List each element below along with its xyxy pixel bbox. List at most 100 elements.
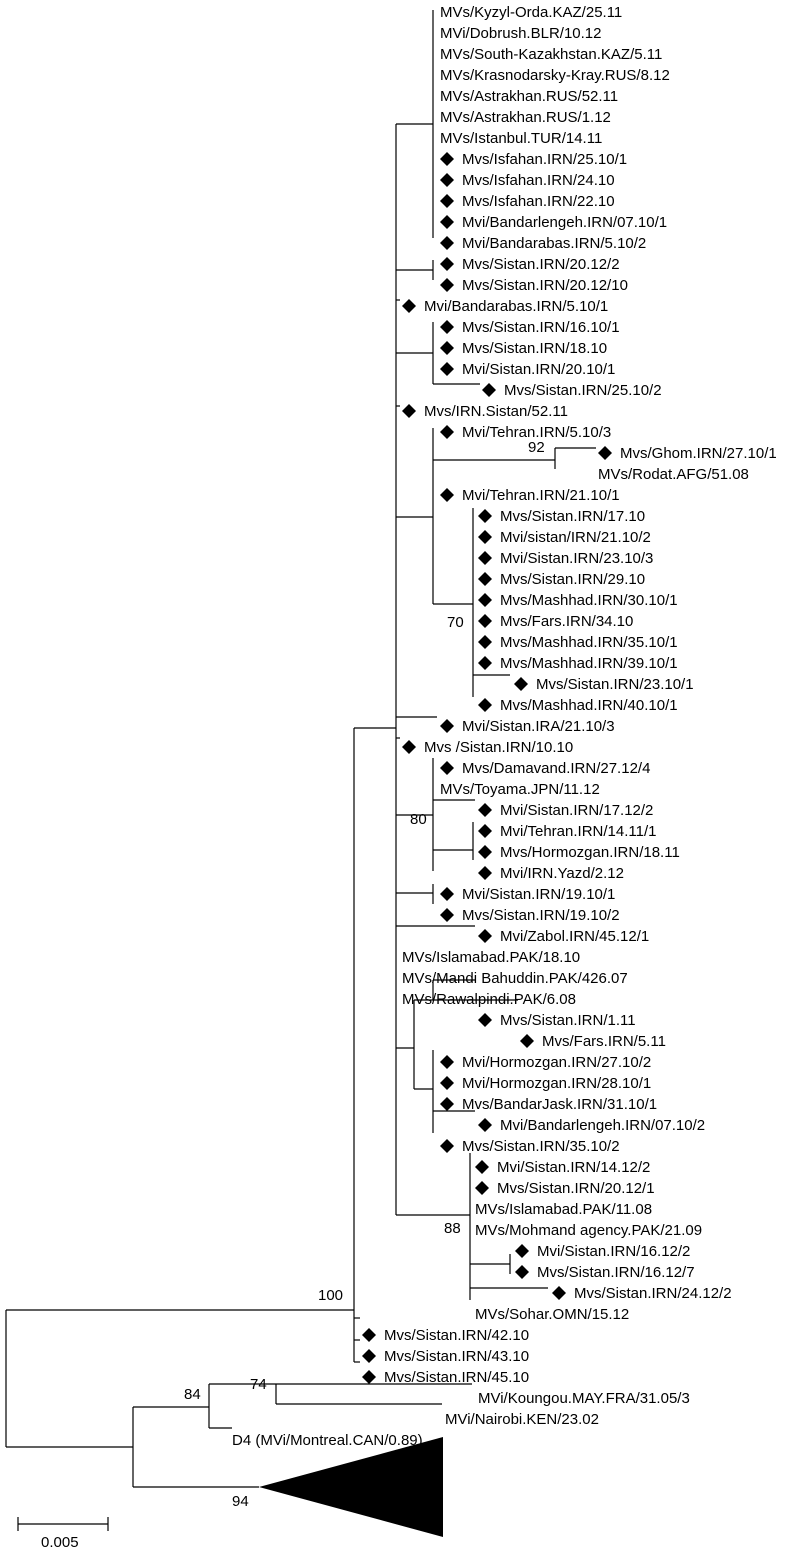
taxon-label: Mvs/Sistan.IRN/1.11 — [478, 1012, 636, 1029]
taxon-name: Mvs/Sistan.IRN/29.10 — [500, 571, 645, 588]
taxon-label: MVs/Istanbul.TUR/14.11 — [440, 130, 602, 147]
diamond-icon — [440, 719, 454, 733]
taxon-name: Mvi/Sistan.IRN/23.10/3 — [500, 550, 653, 567]
taxon-label: MVs/Kyzyl-Orda.KAZ/25.11 — [440, 4, 622, 21]
taxon-name: Mvs/Sistan.IRN/20.12/2 — [462, 256, 620, 273]
diamond-icon — [478, 866, 492, 880]
taxon-name: MVs/Toyama.JPN/11.12 — [440, 781, 600, 798]
diamond-icon — [402, 299, 416, 313]
diamond-icon — [520, 1034, 534, 1048]
taxon-label: Mvi/Sistan.IRN/16.12/2 — [515, 1243, 690, 1260]
diamond-icon — [478, 929, 492, 943]
diamond-icon — [440, 194, 454, 208]
taxon-name: Mvi/sistan/IRN/21.10/2 — [500, 529, 651, 546]
taxon-name: MVs/Krasnodarsky-Kray.RUS/8.12 — [440, 67, 670, 84]
scale-bar-label: 0.005 — [41, 1534, 79, 1549]
taxon-label: MVs/Mandi Bahuddin.PAK/426.07 — [402, 970, 628, 987]
diamond-icon — [440, 488, 454, 502]
taxon-label: Mvi/Hormozgan.IRN/27.10/2 — [440, 1054, 651, 1071]
taxon-label: MVs/Rawalpindi.PAK/6.08 — [402, 991, 576, 1008]
diamond-icon — [440, 1097, 454, 1111]
taxon-label: Mvi/Sistan.IRN/19.10/1 — [440, 886, 615, 903]
diamond-icon — [440, 278, 454, 292]
diamond-icon — [478, 803, 492, 817]
taxon-label: Mvs/Sistan.IRN/29.10 — [478, 571, 645, 588]
taxon-label: Mvs/Mashhad.IRN/40.10/1 — [478, 697, 678, 714]
taxon-label: Mvs/Fars.IRN/5.11 — [520, 1033, 666, 1050]
taxon-name: Mvs/Mashhad.IRN/39.10/1 — [500, 655, 678, 672]
diamond-icon — [482, 383, 496, 397]
bootstrap-value: 92 — [528, 439, 545, 456]
taxon-name: Mvs/IRN.Sistan/52.11 — [424, 403, 568, 420]
taxon-label: Mvs/Sistan.IRN/20.12/2 — [440, 256, 620, 273]
taxon-name: Mvi/Tehran.IRN/21.10/1 — [462, 487, 620, 504]
bootstrap-value: 84 — [184, 1386, 201, 1403]
taxon-name: Mvi/Sistan.IRA/21.10/3 — [462, 718, 615, 735]
diamond-icon — [440, 425, 454, 439]
taxon-name: Mvs/Sistan.IRN/23.10/1 — [536, 676, 694, 693]
taxon-label: Mvs/Sistan.IRN/23.10/1 — [514, 676, 694, 693]
diamond-icon — [440, 1139, 454, 1153]
diamond-icon — [440, 887, 454, 901]
taxon-name: MVs/Rodat.AFG/51.08 — [598, 466, 749, 483]
diamond-icon — [478, 614, 492, 628]
diamond-icon — [478, 656, 492, 670]
taxon-label: Mvi/IRN.Yazd/2.12 — [478, 865, 624, 882]
taxon-label: Mvs/Isfahan.IRN/24.10 — [440, 172, 615, 189]
taxon-name: Mvs/Fars.IRN/34.10 — [500, 613, 633, 630]
bootstrap-value: 80 — [410, 811, 427, 828]
diamond-icon — [478, 845, 492, 859]
taxon-label: MVs/Rodat.AFG/51.08 — [598, 466, 749, 483]
taxon-name: MVs/South-Kazakhstan.KAZ/5.11 — [440, 46, 662, 63]
bootstrap-value: 74 — [250, 1376, 267, 1393]
taxon-label: MVs/Islamabad.PAK/18.10 — [402, 949, 580, 966]
taxon-name: Mvs/Sistan.IRN/20.12/10 — [462, 277, 628, 294]
taxon-label: Mvs/Hormozgan.IRN/18.11 — [478, 844, 680, 861]
taxon-name: Mvs/Sistan.IRN/35.10/2 — [462, 1138, 620, 1155]
taxon-label: Mvi/Sistan.IRN/17.12/2 — [478, 802, 653, 819]
diamond-icon — [440, 362, 454, 376]
taxon-label: Mvs/Sistan.IRN/18.10 — [440, 340, 607, 357]
taxon-label: Mvs/Mashhad.IRN/39.10/1 — [478, 655, 678, 672]
taxon-name: Mvs/Sistan.IRN/20.12/1 — [497, 1180, 655, 1197]
taxon-name: MVi/Koungou.MAY.FRA/31.05/3 — [478, 1390, 690, 1407]
taxon-name: Mvs/Isfahan.IRN/24.10 — [462, 172, 615, 189]
taxon-label: MVs/Sohar.OMN/15.12 — [475, 1306, 629, 1323]
taxon-name: Mvs/Mashhad.IRN/35.10/1 — [500, 634, 678, 651]
taxon-label: Mvs/Sistan.IRN/19.10/2 — [440, 907, 620, 924]
taxon-label: Mvs/Sistan.IRN/45.10 — [362, 1369, 529, 1386]
taxon-name: Mvs/BandarJask.IRN/31.10/1 — [462, 1096, 657, 1113]
taxon-name: Mvs/Sistan.IRN/16.10/1 — [462, 319, 620, 336]
taxon-name: Mvs/Hormozgan.IRN/18.11 — [500, 844, 680, 861]
bootstrap-value: 88 — [444, 1220, 461, 1237]
taxon-label: Mvi/Sistan.IRN/23.10/3 — [478, 550, 653, 567]
taxon-label: Mvi/sistan/IRN/21.10/2 — [478, 529, 651, 546]
taxon-name: Mvi/Sistan.IRN/17.12/2 — [500, 802, 653, 819]
taxon-label: Mvs/Isfahan.IRN/25.10/1 — [440, 151, 627, 168]
taxon-label: Mvi/Tehran.IRN/21.10/1 — [440, 487, 620, 504]
diamond-icon — [440, 1055, 454, 1069]
collapsed-clade — [259, 1437, 443, 1537]
taxon-label: Mvs/Mashhad.IRN/35.10/1 — [478, 634, 678, 651]
taxon-name: Mvs /Sistan.IRN/10.10 — [424, 739, 573, 756]
taxon-label: Mvi/Zabol.IRN/45.12/1 — [478, 928, 649, 945]
taxon-name: Mvs/Sistan.IRN/19.10/2 — [462, 907, 620, 924]
bootstrap-value: 70 — [447, 614, 464, 631]
diamond-icon — [440, 320, 454, 334]
taxon-label: Mvs/Sistan.IRN/20.12/10 — [440, 277, 628, 294]
taxon-name: MVs/Islamabad.PAK/11.08 — [475, 1201, 652, 1218]
taxon-label: Mvs/Sistan.IRN/16.12/7 — [515, 1264, 695, 1281]
diamond-icon — [514, 677, 528, 691]
taxon-name: Mvs/Sistan.IRN/18.10 — [462, 340, 607, 357]
taxon-name: Mvi/Bandarabas.IRN/5.10/1 — [424, 298, 608, 315]
diamond-icon — [440, 1076, 454, 1090]
taxon-label: MVs/Toyama.JPN/11.12 — [440, 781, 600, 798]
taxon-label: MVs/Krasnodarsky-Kray.RUS/8.12 — [440, 67, 670, 84]
taxon-name: D4 (MVi/Montreal.CAN/0.89) — [232, 1432, 423, 1449]
diamond-icon — [478, 509, 492, 523]
diamond-icon — [515, 1244, 529, 1258]
diamond-icon — [478, 593, 492, 607]
taxon-label: Mvs /Sistan.IRN/10.10 — [402, 739, 573, 756]
taxon-label: Mvi/Sistan.IRA/21.10/3 — [440, 718, 615, 735]
